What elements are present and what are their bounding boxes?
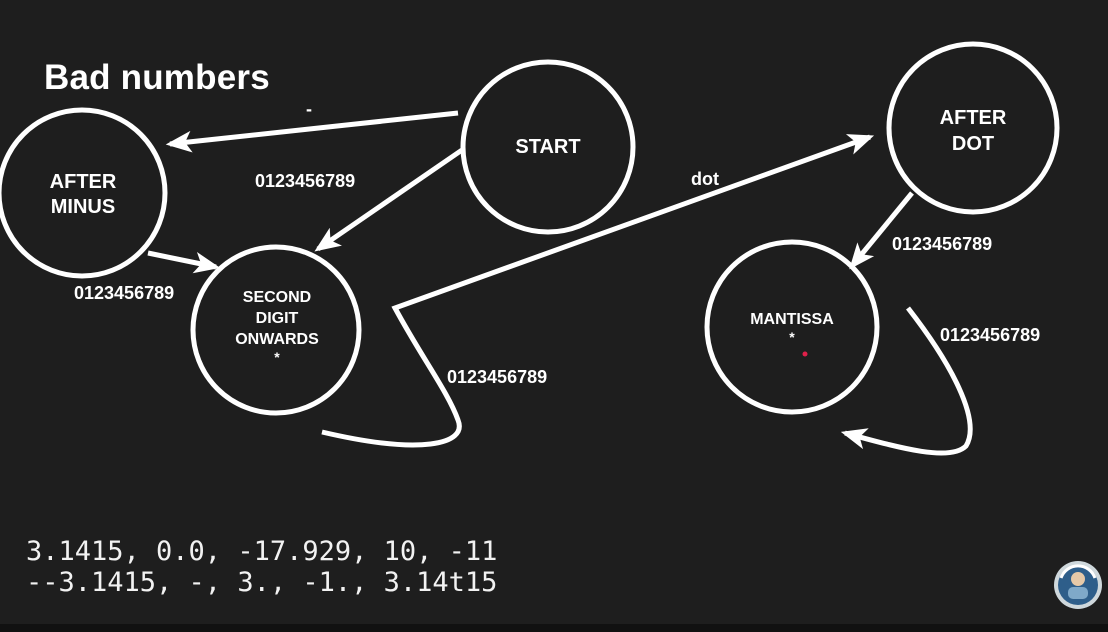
edge-label-after-minus-digits: 0123456789 (74, 283, 174, 303)
state-after-dot-label-1: AFTER (940, 107, 1007, 129)
state-after-dot: AFTER DOT (886, 41, 1060, 215)
edge-mantissa-loop: 0123456789 (840, 306, 1040, 456)
edge-label-minus: - (306, 99, 312, 119)
edge-label-after-dot-digits: 0123456789 (892, 234, 992, 254)
edge-label-dot: dot (691, 169, 719, 189)
state-second-digit-onwards: SECOND DIGIT ONWARDS * (190, 244, 362, 416)
channel-logo-badge-icon (1054, 561, 1102, 609)
state-second-digit-label-1: SECOND (243, 289, 311, 306)
edge-second-digit-to-after-dot: dot (321, 134, 875, 448)
examples-good: 3.1415, 0.0, -17.929, 10, -11 (26, 536, 498, 567)
edge-second-digit-loop: 0123456789 (447, 367, 547, 387)
state-second-digit-label-2: DIGIT (256, 310, 299, 327)
state-second-digit-label-3: ONWARDS (235, 331, 319, 348)
state-after-dot-label-2: DOT (952, 133, 994, 155)
state-after-minus-label-2: MINUS (51, 196, 115, 218)
state-after-minus-label-1: AFTER (50, 171, 117, 193)
examples-block: 3.1415, 0.0, -17.929, 10, -11--3.1415, -… (26, 536, 497, 598)
state-after-minus: AFTER MINUS (0, 107, 168, 279)
laser-pointer-dot (802, 351, 808, 357)
state-mantissa-accepting-mark: * (789, 329, 795, 345)
edge-after-minus-to-second-digit: 0123456789 (74, 250, 221, 303)
edge-start-to-second-digit: 0123456789 (255, 147, 464, 252)
state-second-digit-accepting-mark: * (274, 349, 280, 365)
edge-after-dot-to-mantissa: 0123456789 (849, 191, 992, 270)
state-start: START (460, 59, 636, 235)
examples-bad: --3.1415, -, 3., -1., 3.14t15 (26, 567, 498, 598)
slide-title: Bad numbers (44, 58, 270, 97)
edge-label-start-digits: 0123456789 (255, 171, 355, 191)
edge-label-mantissa-loop: 0123456789 (940, 325, 1040, 345)
bottom-bar (0, 624, 1108, 632)
state-mantissa-label: MANTISSA (750, 311, 834, 328)
edge-start-to-after-minus: - (165, 99, 459, 153)
state-start-label: START (515, 136, 580, 158)
state-mantissa: MANTISSA * (704, 239, 880, 415)
edge-label-second-digit-loop: 0123456789 (447, 367, 547, 387)
